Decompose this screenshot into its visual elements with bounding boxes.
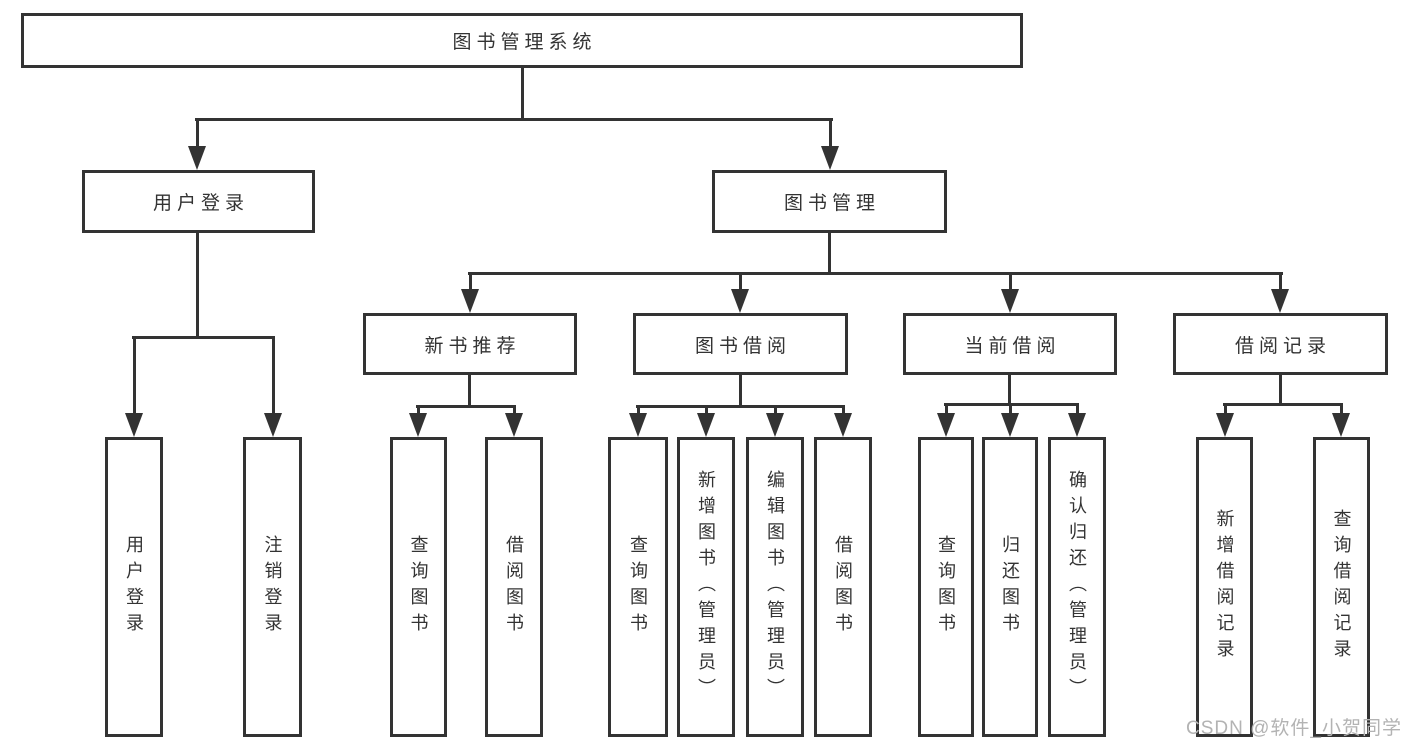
node-library-management-system-label: 图书管理系统 (452, 32, 597, 53)
node-confirm-return-admin-label: 确认归还（管理员） (1067, 470, 1087, 704)
node-new-book-recommendation-label: 新书推荐 (424, 335, 521, 357)
node-edit-book-admin: 编辑图书（管理员） (746, 437, 804, 737)
node-query-books-current: 查询图书 (918, 437, 974, 737)
node-confirm-return-admin: 确认归还（管理员） (1048, 437, 1106, 737)
arrow-down-icon (461, 289, 479, 313)
connector-line (636, 405, 845, 408)
arrow-stem (417, 405, 420, 415)
arrow-down-icon (821, 146, 839, 170)
arrow-down-icon (834, 413, 852, 437)
node-add-book-admin: 新增图书（管理员） (677, 437, 735, 737)
arrow-stem (1076, 403, 1079, 415)
arrow-stem (774, 405, 777, 415)
arrow-down-icon (125, 413, 143, 437)
node-borrowing-records-label: 借阅记录 (1234, 335, 1331, 357)
node-current-borrowing: 当前借阅 (903, 313, 1117, 375)
connector-line (521, 68, 524, 120)
arrow-down-icon (409, 413, 427, 437)
connector-line (196, 233, 199, 338)
connector-line (468, 272, 1283, 275)
connector-line (828, 233, 831, 274)
arrow-down-icon (1001, 413, 1019, 437)
arrow-down-icon (264, 413, 282, 437)
arrow-stem (739, 272, 742, 291)
arrow-down-icon (1068, 413, 1086, 437)
node-user-login-label: 用户登录 (152, 193, 249, 214)
connector-line (1008, 375, 1011, 405)
arrow-stem (1009, 403, 1012, 415)
arrow-stem (469, 272, 472, 291)
connector-line (739, 375, 742, 407)
node-borrow-books-action: 借阅图书 (814, 437, 872, 737)
node-new-book-recommendation: 新书推荐 (363, 313, 577, 375)
arrow-stem (1009, 272, 1012, 291)
node-query-books-current-label: 查询图书 (936, 535, 956, 639)
arrow-down-icon (697, 413, 715, 437)
arrow-stem (272, 336, 275, 415)
arrow-down-icon (766, 413, 784, 437)
node-logout-action: 注销登录 (243, 437, 302, 737)
node-query-books-rec: 查询图书 (390, 437, 447, 737)
arrow-stem (705, 405, 708, 415)
arrow-down-icon (1332, 413, 1350, 437)
node-edit-book-admin-label: 编辑图书（管理员） (765, 470, 785, 704)
arrow-down-icon (629, 413, 647, 437)
node-add-book-admin-label: 新增图书（管理员） (696, 470, 716, 704)
node-current-borrowing-label: 当前借阅 (964, 335, 1061, 357)
arrow-down-icon (1271, 289, 1289, 313)
node-book-borrowing-label: 图书借阅 (694, 335, 791, 357)
arrow-stem (945, 403, 948, 415)
node-query-borrow-record-label: 查询借阅记录 (1331, 509, 1352, 665)
connector-line (416, 405, 516, 408)
connector-line (468, 375, 471, 407)
arrow-down-icon (188, 146, 206, 170)
node-borrow-books-rec-label: 借阅图书 (504, 535, 524, 639)
arrow-stem (196, 118, 199, 148)
node-user-login-action-label: 用户登录 (124, 535, 144, 639)
node-return-books: 归还图书 (982, 437, 1038, 737)
node-library-management-system: 图书管理系统 (21, 13, 1023, 68)
node-add-borrow-record: 新增借阅记录 (1196, 437, 1253, 737)
node-book-management-label: 图书管理 (783, 193, 880, 214)
arrow-down-icon (937, 413, 955, 437)
arrow-down-icon (1001, 289, 1019, 313)
arrow-stem (1279, 272, 1282, 291)
connector-line (1279, 375, 1282, 405)
node-return-books-label: 归还图书 (1000, 535, 1020, 639)
node-query-books-borrow-label: 查询图书 (628, 535, 648, 639)
node-book-borrowing: 图书借阅 (633, 313, 848, 375)
arrow-stem (133, 336, 136, 415)
arrow-stem (637, 405, 640, 415)
node-borrow-books-action-label: 借阅图书 (833, 535, 853, 639)
arrow-stem (829, 118, 832, 148)
node-book-management: 图书管理 (712, 170, 947, 233)
node-borrowing-records: 借阅记录 (1173, 313, 1388, 375)
node-user-login-action: 用户登录 (105, 437, 163, 737)
arrow-down-icon (731, 289, 749, 313)
watermark: CSDN @软件_小贺同学 (1186, 718, 1402, 739)
arrow-down-icon (1216, 413, 1234, 437)
connector-line (195, 118, 833, 121)
arrow-stem (842, 405, 845, 415)
arrow-stem (513, 405, 516, 415)
node-query-books-borrow: 查询图书 (608, 437, 668, 737)
arrow-stem (1340, 403, 1343, 415)
node-user-login: 用户登录 (82, 170, 315, 233)
arrow-down-icon (505, 413, 523, 437)
arrow-stem (1224, 403, 1227, 415)
node-query-books-rec-label: 查询图书 (408, 535, 429, 639)
connector-line (1223, 403, 1343, 406)
connector-line (132, 336, 275, 339)
node-logout-action-label: 注销登录 (262, 535, 283, 639)
node-add-borrow-record-label: 新增借阅记录 (1214, 509, 1235, 665)
node-borrow-books-rec: 借阅图书 (485, 437, 543, 737)
node-query-borrow-record: 查询借阅记录 (1313, 437, 1370, 737)
